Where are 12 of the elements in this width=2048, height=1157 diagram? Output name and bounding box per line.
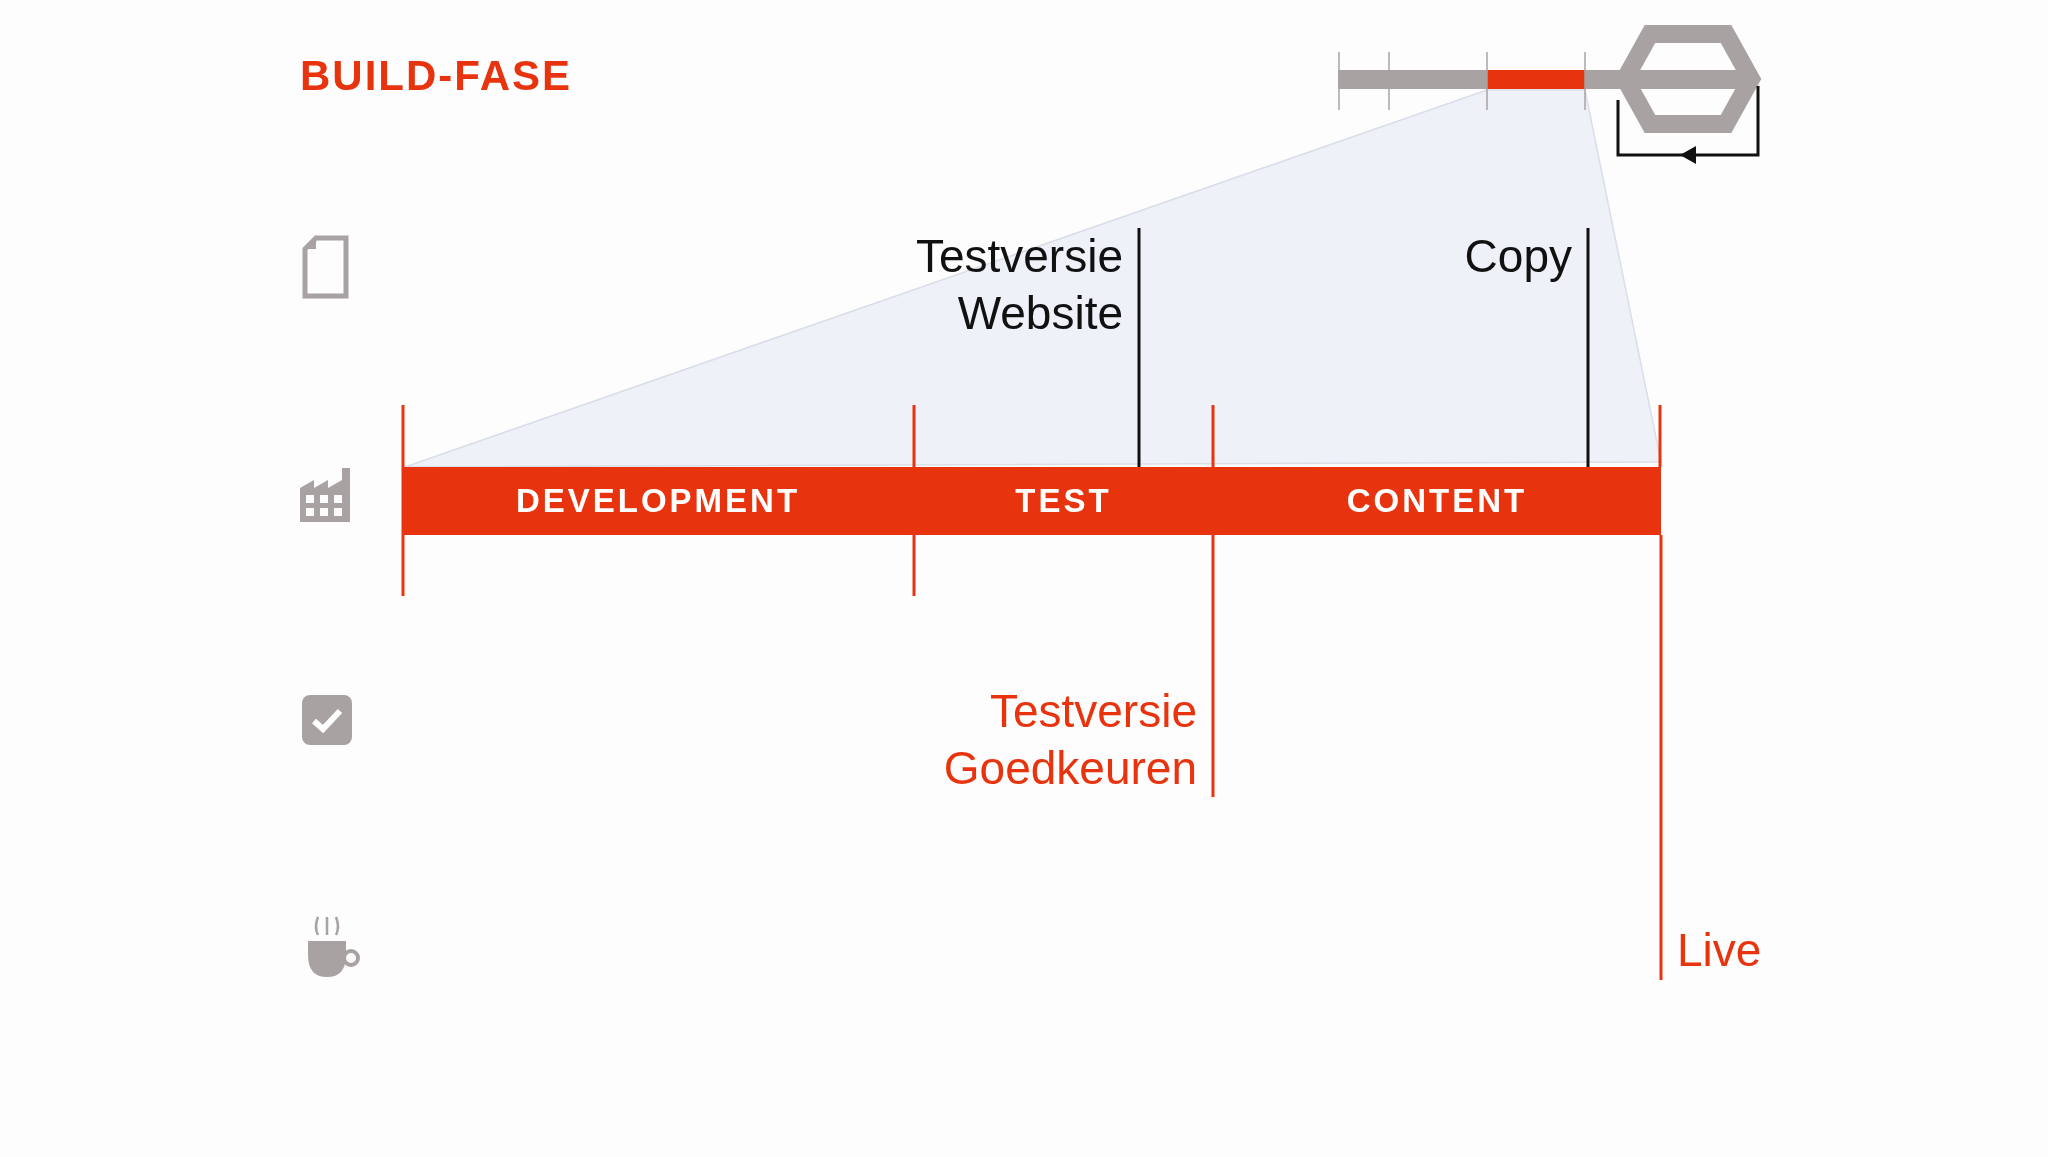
leader-line [1659,535,1663,980]
milestone-label: Live [1677,924,1762,976]
milestone-label: Copy [1464,230,1572,282]
leader-line [1211,535,1215,797]
phase-bar-segment: TEST [914,467,1213,535]
milestone-label: Testversie Goedkeuren [943,685,1197,794]
leader-line [1137,228,1141,467]
phase-bar-segment: CONTENT [1213,467,1661,535]
phase-bar-segment: DEVELOPMENT [402,467,914,535]
leader-line [1586,228,1590,467]
milestone-label: Testversie Website [915,230,1123,339]
title: BUILD-FASE [300,52,572,100]
